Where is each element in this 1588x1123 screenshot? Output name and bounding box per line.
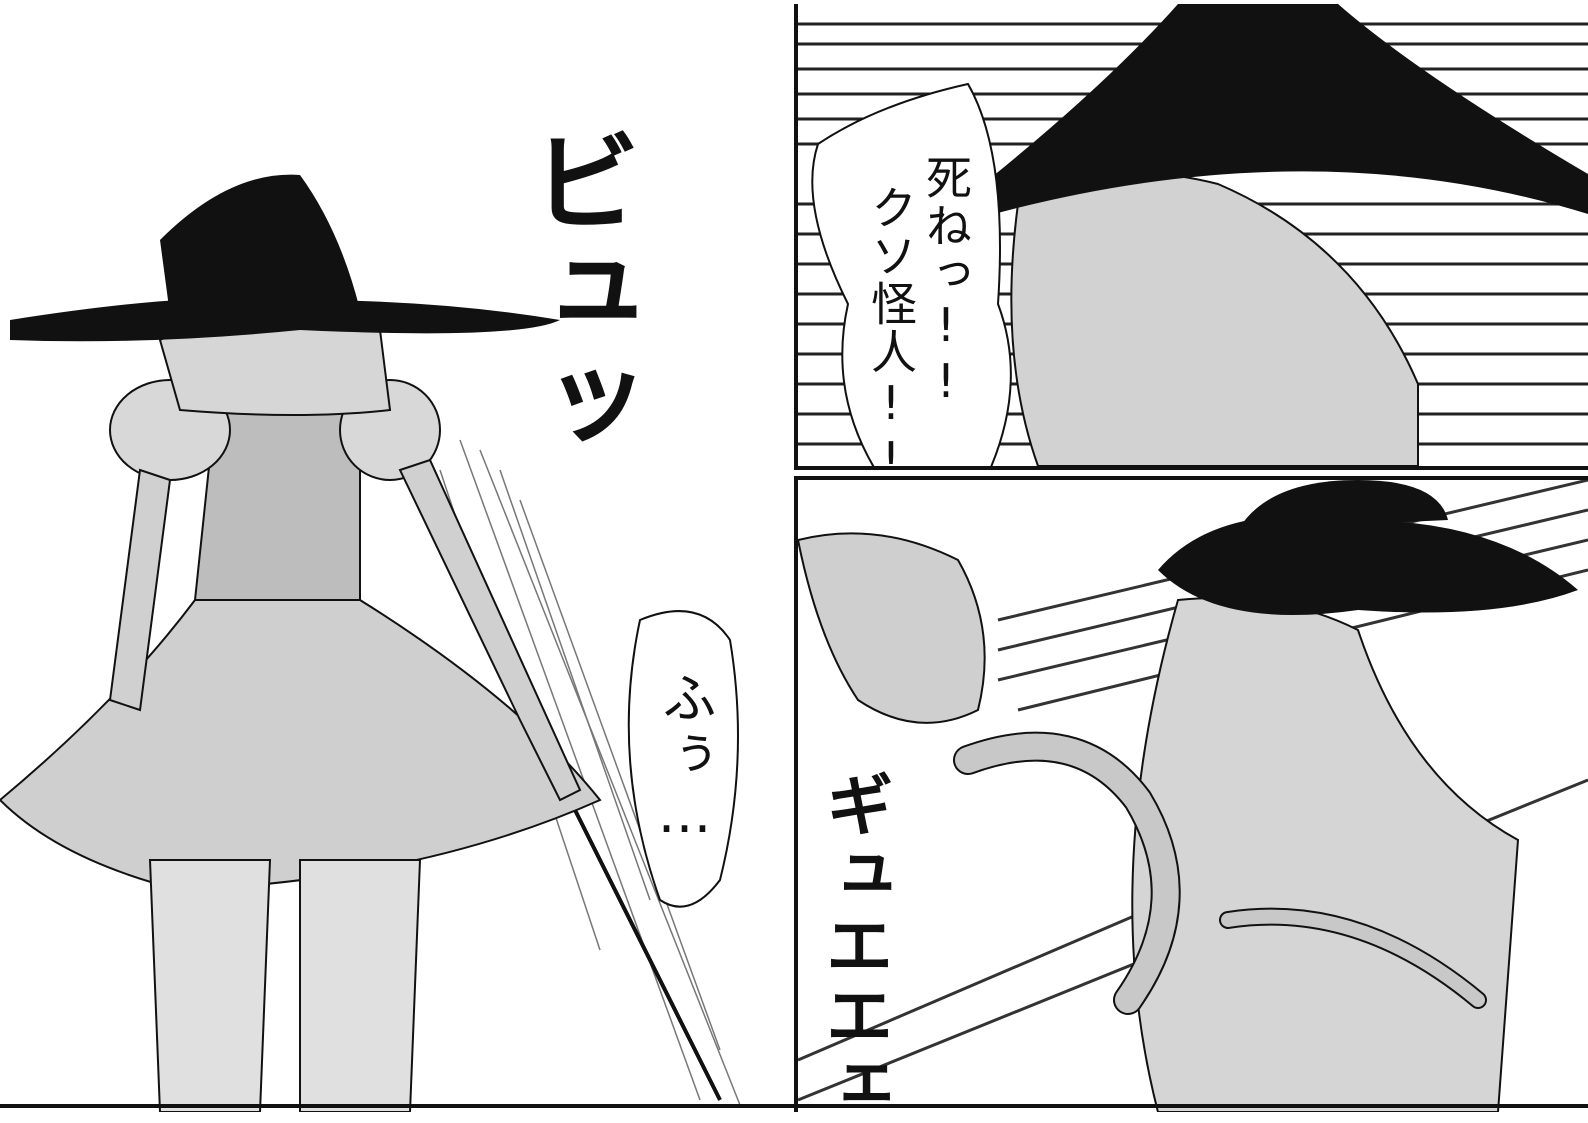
sfx-squelch: ギュエエェ bbox=[813, 770, 892, 1112]
tentacle-attack-illustration bbox=[798, 480, 1588, 1112]
speech-balloon-die-line2: クソ怪人!! bbox=[864, 184, 918, 470]
panel-bottom-right: ギュエエェ bbox=[794, 476, 1588, 1112]
panel-top-right: 死ねっ!! クソ怪人!! bbox=[794, 4, 1588, 470]
witch-back-illustration bbox=[0, 174, 741, 1112]
panel-left: ビュッ ふぅ… bbox=[0, 0, 790, 1112]
sfx-whoosh: ビュッ bbox=[511, 125, 639, 461]
witch-shouting-illustration bbox=[798, 4, 1588, 466]
speech-balloon-die-line1: 死ねっ!! bbox=[919, 154, 973, 410]
speech-balloon-sigh: ふぅ… bbox=[653, 670, 716, 847]
page-bottom-border bbox=[0, 1104, 1588, 1108]
